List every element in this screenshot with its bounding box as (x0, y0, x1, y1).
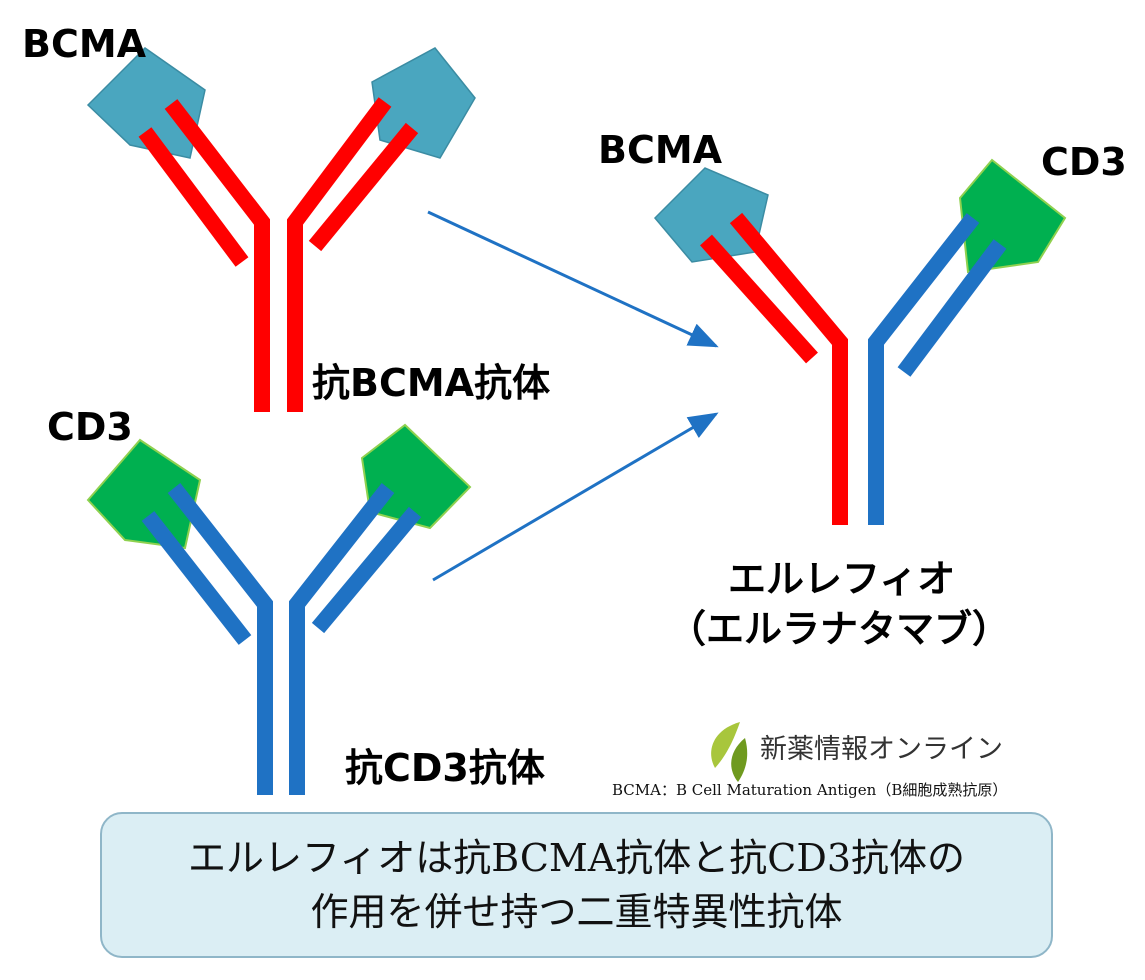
bcma-antigen-bispecific (653, 167, 769, 263)
bispecific-heavy-chain-cd3 (868, 213, 980, 525)
anti-cd3-heavy-chain-right (289, 483, 395, 795)
bcma-antigen-right (371, 47, 476, 159)
anti-bcma-light-chain-left (138, 127, 249, 267)
label-anti-bcma-antibody: 抗BCMA抗体 (312, 361, 551, 405)
anti-bcma-heavy-chain-right (287, 97, 392, 412)
label-generic-name: （エルラナタマブ） (668, 607, 1011, 651)
bispecific-antibody (653, 158, 1067, 525)
anti-bcma-antibody (86, 47, 476, 412)
cd3-antigen-bispecific (958, 158, 1067, 274)
bcma-antigen-left (86, 47, 206, 159)
caption-line-1: エルレフィオは抗BCMA抗体と抗CD3抗体の (187, 836, 966, 880)
label-bcma-right: BCMA (598, 128, 723, 172)
anti-bcma-heavy-chain-left (164, 99, 270, 412)
label-product-name: エルレフィオ (728, 557, 956, 601)
arrow-upper (427, 210, 719, 348)
bispecific-light-chain-cd3 (897, 239, 1007, 377)
label-cd3-right: CD3 (1041, 140, 1127, 184)
arrow-lower (432, 412, 719, 582)
anti-bcma-light-chain-right (308, 122, 419, 252)
footnote: BCMA：B Cell Maturation Antigen（B細胞成熟抗原） (612, 781, 1008, 799)
caption-line-2: 作用を併せ持つ二重特異性抗体 (310, 890, 843, 934)
anti-cd3-light-chain-right (311, 506, 422, 634)
logo-text: 新薬情報オンライン (760, 734, 1003, 765)
anti-cd3-antibody (86, 423, 472, 795)
anti-cd3-light-chain-left (141, 511, 252, 645)
caption-box: エルレフィオは抗BCMA抗体と抗CD3抗体の 作用を併せ持つ二重特異性抗体 (100, 812, 1053, 958)
anti-cd3-heavy-chain-left (167, 483, 273, 795)
arrows (427, 210, 719, 582)
leaf-logo-icon (711, 722, 748, 782)
bispecific-light-chain-bcma (700, 234, 818, 364)
label-cd3-left: CD3 (47, 405, 133, 449)
bispecific-heavy-chain-bcma (729, 212, 848, 525)
label-anti-cd3-antibody: 抗CD3抗体 (345, 746, 545, 790)
label-bcma-top-left: BCMA (22, 22, 147, 66)
